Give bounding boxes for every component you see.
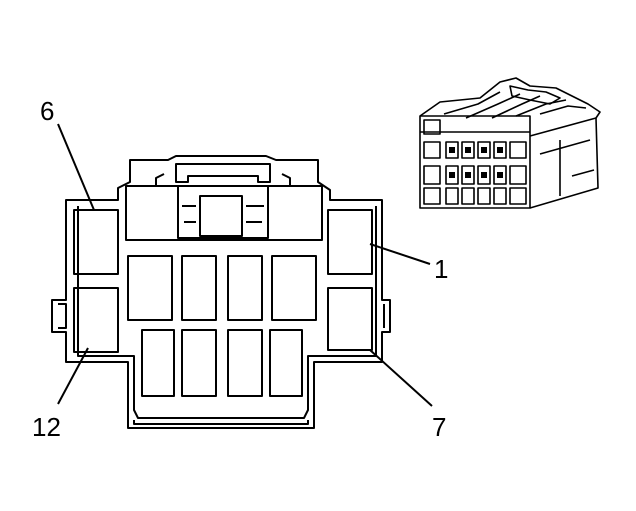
pin-label-6: 6 bbox=[40, 96, 54, 126]
cavity-top-4 bbox=[271, 255, 317, 321]
iso-cav-a6 bbox=[509, 141, 527, 159]
cavity-top-1 bbox=[127, 255, 173, 321]
iso-latch bbox=[509, 85, 561, 105]
iso-cav-b0 bbox=[423, 165, 441, 185]
cavity-bottom-1 bbox=[141, 329, 175, 397]
iso-top bbox=[419, 77, 601, 119]
iso-cav-b3 bbox=[477, 165, 491, 185]
iso-cav-b1 bbox=[445, 165, 459, 185]
iso-terminals bbox=[449, 147, 503, 178]
iso-cav-a2 bbox=[445, 141, 459, 159]
iso-side bbox=[529, 117, 599, 209]
iso-cav-a0 bbox=[423, 141, 441, 159]
cavity-top-2 bbox=[181, 255, 217, 321]
iso-cav-c0 bbox=[423, 187, 441, 205]
iso-cav-c4 bbox=[493, 187, 507, 205]
cavity-bottom-4 bbox=[269, 329, 303, 397]
iso-cav-b2 bbox=[461, 165, 475, 185]
leader-1 bbox=[369, 243, 431, 265]
leader-6 bbox=[57, 123, 95, 211]
latch-frame bbox=[175, 163, 271, 183]
housing-inner bbox=[77, 206, 377, 419]
cavity-top-3 bbox=[227, 255, 263, 321]
cavity-bottom-3 bbox=[227, 329, 263, 397]
connector-face-icon bbox=[51, 155, 391, 429]
iso-cav-c1 bbox=[445, 187, 459, 205]
leader-lines bbox=[57, 123, 433, 407]
iso-cav-a3 bbox=[461, 141, 475, 159]
iso-cav-c5 bbox=[509, 187, 527, 205]
iso-top-ridges bbox=[443, 91, 587, 119]
cavity-bottom-2 bbox=[181, 329, 217, 397]
pin-label-7: 7 bbox=[432, 412, 446, 442]
latch-outer bbox=[125, 185, 323, 241]
iso-cav-a4 bbox=[477, 141, 491, 159]
iso-cav-c3 bbox=[477, 187, 491, 205]
left-tab bbox=[58, 303, 67, 329]
pin-label-1: 1 bbox=[434, 254, 448, 284]
leader-7 bbox=[369, 349, 433, 407]
lock-ridges bbox=[182, 205, 264, 223]
cavity-1 bbox=[327, 209, 373, 275]
housing-bottom-rim bbox=[133, 420, 309, 425]
leader-12 bbox=[57, 347, 89, 405]
iso-cav-c2 bbox=[461, 187, 475, 205]
iso-side-ribs bbox=[539, 139, 595, 196]
latch-center bbox=[199, 195, 243, 237]
connector-isometric-icon bbox=[419, 77, 601, 209]
latch-lock bbox=[177, 185, 269, 239]
iso-cav-b5 bbox=[509, 165, 527, 185]
latch-shoulders bbox=[155, 173, 291, 186]
pin-label-12: 12 bbox=[32, 412, 61, 442]
cavity-7 bbox=[327, 287, 373, 351]
iso-cav-a1 bbox=[423, 119, 441, 135]
iso-front bbox=[419, 115, 531, 209]
iso-cav-b4 bbox=[493, 165, 507, 185]
cavity-6 bbox=[73, 209, 119, 275]
housing-outline bbox=[51, 155, 391, 429]
iso-cav-a5 bbox=[493, 141, 507, 159]
cavity-12 bbox=[73, 287, 119, 353]
